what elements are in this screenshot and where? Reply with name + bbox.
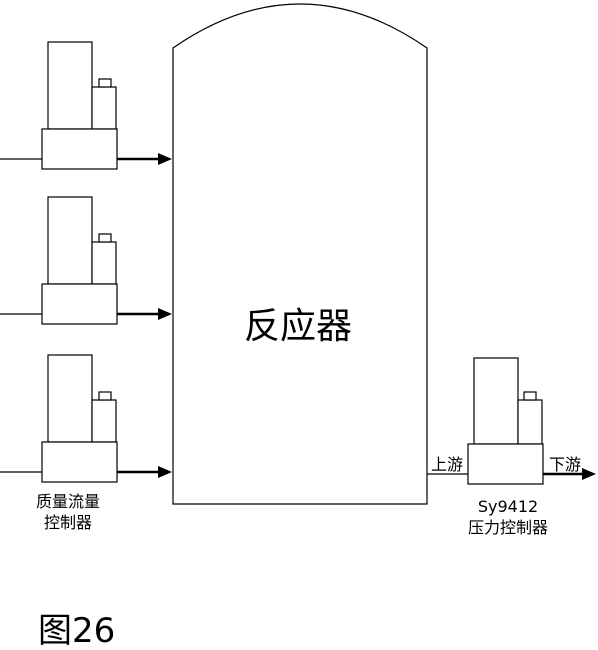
arrow-head: [582, 468, 596, 480]
mfc-valve-cap: [98, 233, 112, 243]
mass-flow-controller-2: [0, 196, 172, 325]
arrow-head: [158, 153, 172, 165]
reactor-vessel: [172, 3, 428, 505]
pc-valve: [517, 399, 543, 445]
mfc-valve: [91, 86, 117, 130]
pc-base: [467, 443, 544, 485]
mfc-body: [47, 354, 93, 443]
mfc-base: [41, 441, 118, 483]
pc-body: [473, 357, 519, 445]
pressure-controller-model: Sy9412: [478, 497, 538, 516]
pressure-controller: [427, 357, 596, 485]
mfc-body: [47, 196, 93, 285]
mfc-base: [41, 283, 118, 325]
mass-flow-controller-3: [0, 354, 172, 483]
mfc-valve-cap: [98, 391, 112, 401]
pressure-controller-label: 压力控制器: [468, 518, 548, 537]
mfc-valve: [91, 241, 117, 285]
arrow-head: [158, 308, 172, 320]
mfc-base: [41, 128, 118, 170]
figure-caption: 图26: [38, 611, 115, 650]
reactor-label: 反应器: [244, 306, 352, 347]
upstream-label: 上游: [431, 455, 463, 474]
downstream-label: 下游: [549, 455, 581, 474]
mass-flow-controller-1: [0, 41, 172, 170]
mfc-body: [47, 41, 93, 130]
mfc-label-line1: 质量流量: [36, 492, 100, 511]
pc-valve-cap: [523, 391, 537, 401]
mfc-valve-cap: [98, 78, 112, 88]
mfc-valve: [91, 399, 117, 443]
arrow-head: [158, 466, 172, 478]
mfc-label-line2: 控制器: [44, 513, 92, 532]
